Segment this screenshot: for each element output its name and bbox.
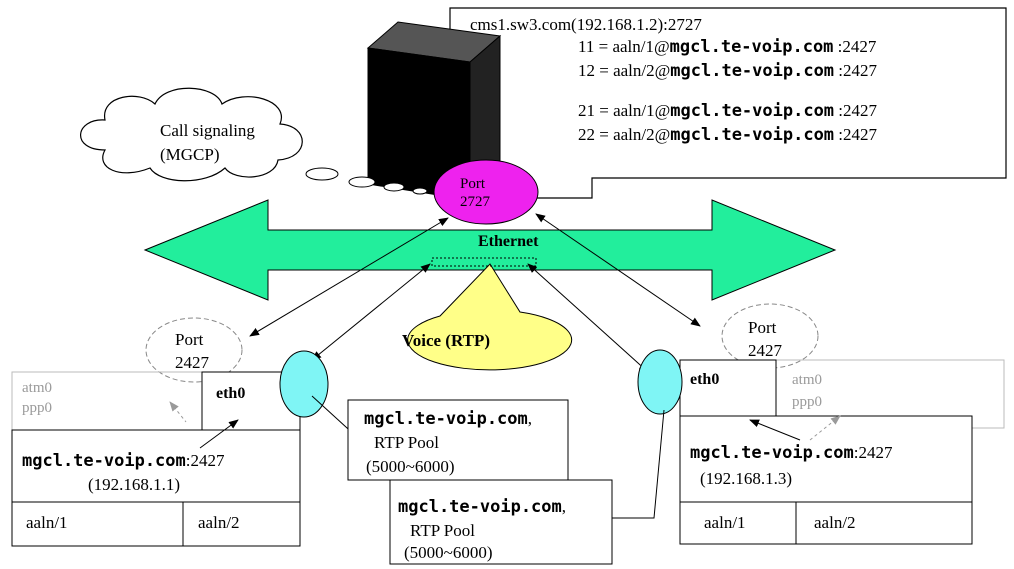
left-atm0: atm0 — [22, 380, 52, 396]
left-line-1: aaln/1 — [26, 513, 68, 532]
left-rtp-box: mgcl.te-voip.com, RTP Pool (5000~6000) — [311, 395, 569, 481]
ethernet-label: Ethernet — [478, 233, 539, 250]
voice-label: Voice (RTP) — [402, 331, 490, 350]
right-host-arrow — [749, 419, 801, 441]
cms-header: cms1.sw3.com(192.168.1.2):2727 — [470, 15, 702, 34]
right-inactive-arrow — [809, 415, 841, 441]
left-line-2: aaln/2 — [198, 513, 240, 532]
right-port-number: 2427 — [748, 341, 783, 360]
cms-port-number: 2727 — [460, 194, 491, 210]
right-line-2: aaln/2 — [814, 513, 856, 532]
cms-entry-21: 21 = aaln/1@mgcl.te-voip.com :2427 — [578, 101, 878, 121]
call-signaling-cloud: Call signaling (MGCP) — [80, 87, 428, 195]
right-rtp-box: mgcl.te-voip.com, RTP Pool (5000~6000) — [389, 409, 665, 565]
left-rtp-host: mgcl.te-voip.com, — [364, 409, 532, 429]
right-host: mgcl.te-voip.com:2427 — [690, 443, 893, 463]
left-inactive-arrow — [169, 401, 187, 423]
right-rtp-host: mgcl.te-voip.com, — [398, 497, 566, 517]
right-line-1: aaln/1 — [704, 513, 746, 532]
cms-info-box: cms1.sw3.com(192.168.1.2):2727 11 = aaln… — [449, 7, 1007, 199]
left-eth0-label: eth0 — [216, 385, 245, 402]
rtp-arrow-right — [527, 263, 649, 373]
right-rtp-pool: RTP Pool — [410, 521, 475, 540]
right-port-label: Port — [748, 318, 777, 337]
left-eth-port-icon — [279, 350, 329, 418]
rtp-arrow-left — [311, 263, 431, 361]
left-ip: (192.168.1.1) — [88, 475, 180, 494]
cms-entry-22: 22 = aaln/2@mgcl.te-voip.com :2427 — [578, 125, 878, 145]
right-eth0-label: eth0 — [690, 371, 719, 388]
left-rtp-pool: RTP Pool — [374, 433, 439, 452]
cms-entry-11: 11 = aaln/1@mgcl.te-voip.com :2427 — [578, 37, 877, 57]
cms-port-circle: Port 2727 — [433, 159, 539, 225]
right-gateway: Port 2427 atm0 ppp0 eth0 mgcl.te-voip.co… — [637, 303, 1005, 545]
connection-arrows — [249, 213, 701, 373]
left-host: mgcl.te-voip.com:2427 — [22, 451, 225, 471]
cloud-line-2: (MGCP) — [160, 145, 220, 164]
left-rtp-range: (5000~6000) — [366, 457, 455, 476]
left-port-number: 2427 — [175, 353, 210, 372]
server-tower-icon — [366, 21, 502, 202]
left-gateway: Port 2427 atm0 ppp0 eth0 mgcl.te-voip.co… — [11, 317, 329, 547]
right-eth-port-icon — [637, 349, 683, 415]
right-rtp-range: (5000~6000) — [404, 543, 493, 562]
cloud-line-1: Call signaling — [160, 121, 255, 140]
cms-entry-12: 12 = aaln/2@mgcl.te-voip.com :2427 — [578, 61, 878, 81]
right-ip: (192.168.1.3) — [700, 469, 792, 488]
voice-rtp-bubble: Voice (RTP) — [402, 257, 573, 371]
left-ppp0: ppp0 — [22, 400, 52, 416]
right-atm0: atm0 — [792, 372, 822, 388]
right-ppp0: ppp0 — [792, 394, 822, 410]
cms-port-label: Port — [460, 176, 486, 192]
left-port-label: Port — [175, 330, 204, 349]
left-host-arrow — [199, 419, 239, 449]
